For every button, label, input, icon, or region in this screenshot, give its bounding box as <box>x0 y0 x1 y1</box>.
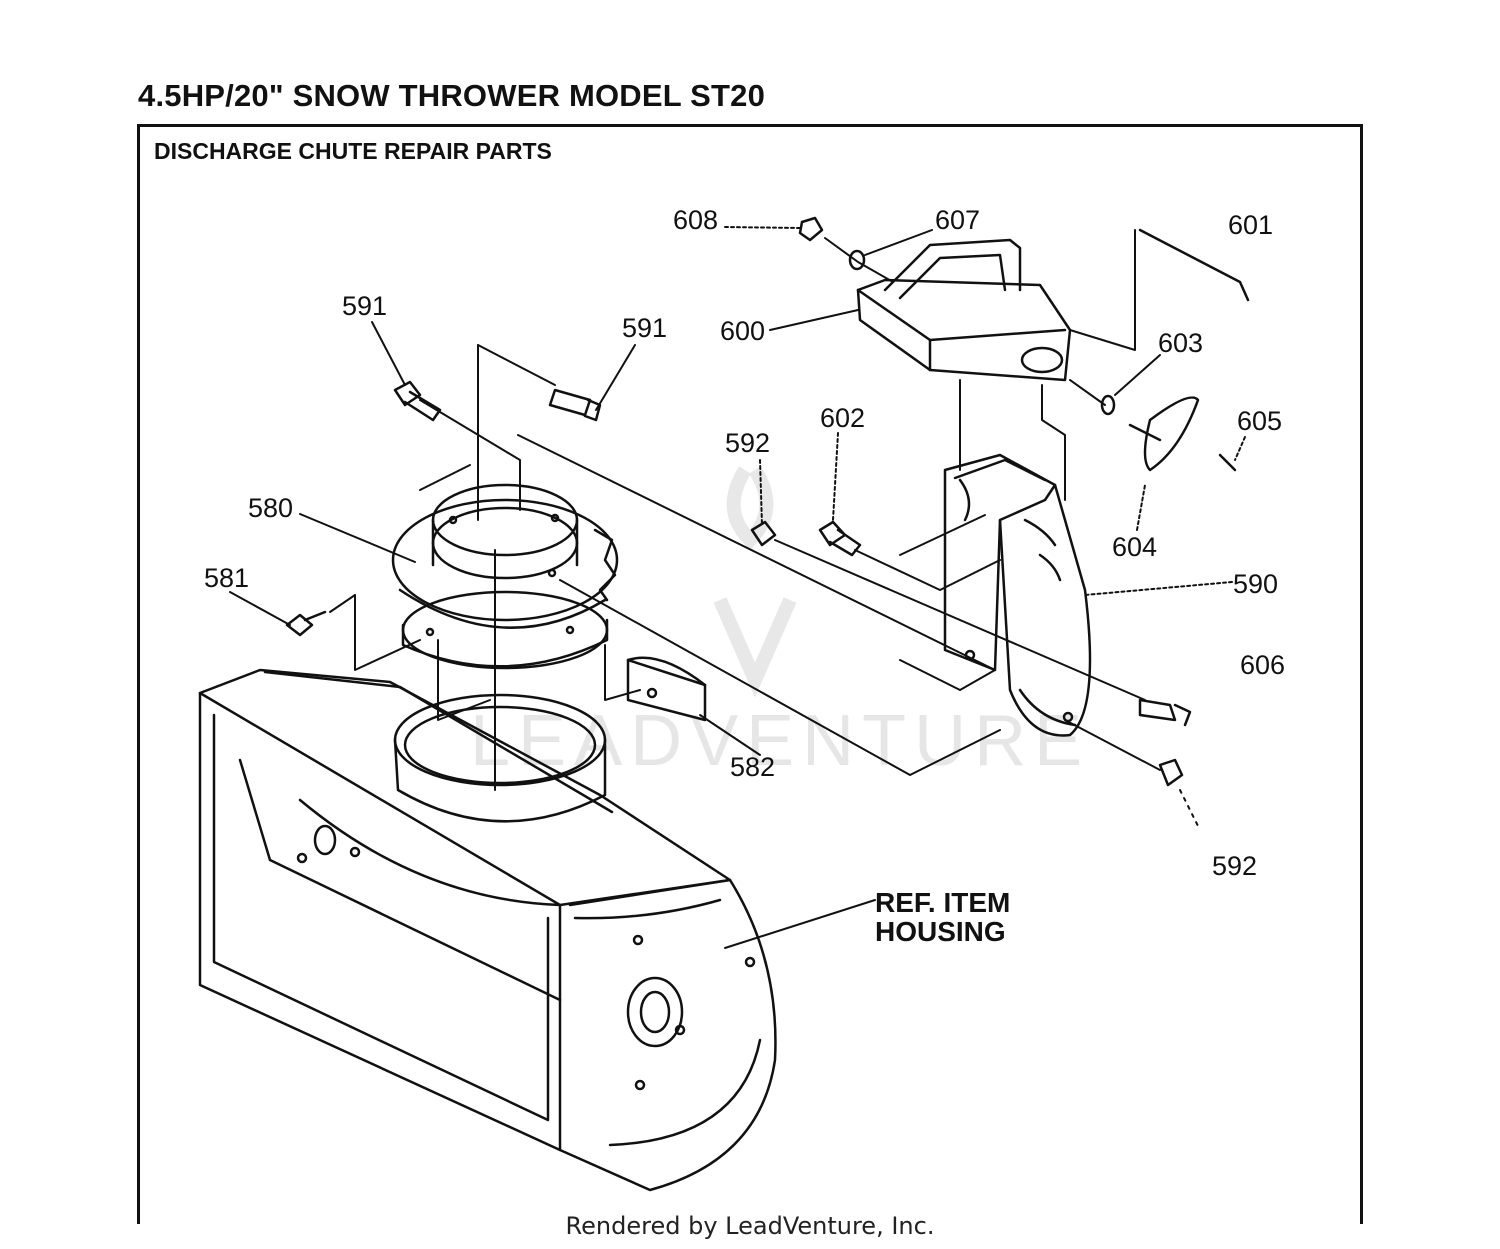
callout-603: 603 <box>1158 328 1203 358</box>
cover-plate-part <box>626 656 707 722</box>
callout-581: 581 <box>204 563 249 593</box>
callout-604: 604 <box>1112 532 1157 562</box>
chute-ring-part <box>391 483 619 670</box>
watermark-text: LEADVENTURE <box>470 701 1090 781</box>
callout-591-right: 591 <box>622 313 667 343</box>
reference-label-line1: REF. ITEM <box>875 887 1010 918</box>
page-title: 4.5HP/20" SNOW THROWER MODEL ST20 <box>138 78 766 113</box>
footer-credit: Rendered by LeadVenture, Inc. <box>565 1212 935 1240</box>
callout-606: 606 <box>1240 650 1285 680</box>
callout-592-upper: 592 <box>725 428 770 458</box>
leader-lines <box>229 226 1246 949</box>
watermark-logo <box>713 466 797 698</box>
callout-590: 590 <box>1233 569 1278 599</box>
callout-580: 580 <box>248 493 293 523</box>
chute-bracket-part <box>943 453 1092 737</box>
callout-605: 605 <box>1237 406 1282 436</box>
diagram-subtitle: DISCHARGE CHUTE REPAIR PARTS <box>154 138 552 164</box>
callout-592-lower: 592 <box>1212 851 1257 881</box>
callout-582: 582 <box>730 752 775 782</box>
callout-601: 601 <box>1228 210 1273 240</box>
chute-deflector-part <box>856 238 1072 382</box>
fastener-parts <box>285 216 1250 787</box>
assembly-lines <box>329 229 1161 791</box>
callout-591-left: 591 <box>342 291 387 321</box>
diagram-frame <box>137 124 1363 1224</box>
callout-607: 607 <box>935 205 980 235</box>
callout-608: 608 <box>673 205 718 235</box>
callout-602: 602 <box>820 403 865 433</box>
callout-600: 600 <box>720 316 765 346</box>
reference-label-line2: HOUSING <box>875 916 1006 947</box>
housing-part <box>198 668 777 1192</box>
